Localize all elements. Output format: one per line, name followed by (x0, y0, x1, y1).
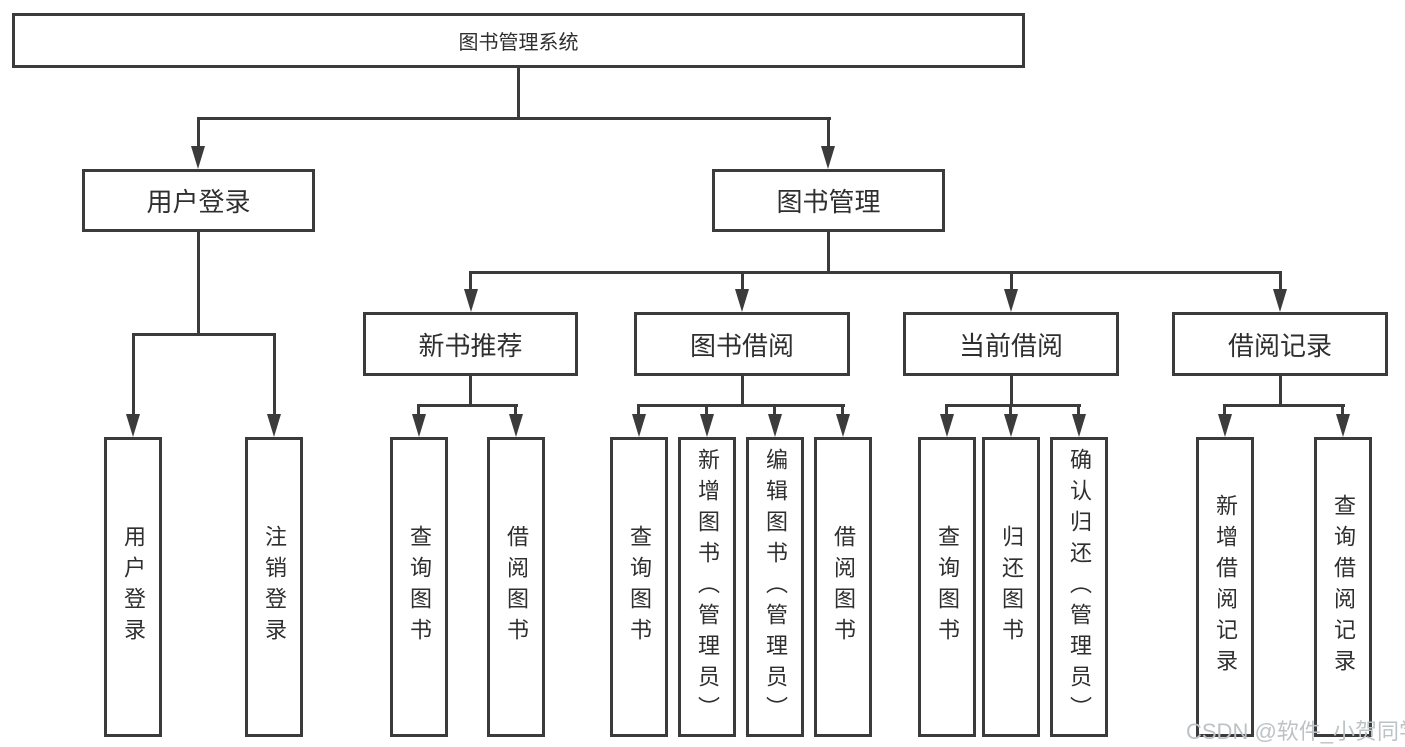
connector-line (197, 117, 831, 120)
leaf-edit-books-admin-label: 编辑图书（管理员） (763, 447, 788, 727)
connector-line (637, 404, 845, 407)
connector-line (469, 376, 472, 406)
arrowhead-down-icon (191, 146, 205, 169)
leaf-add-books-admin-label: 新增图书（管理员） (695, 447, 720, 727)
arrowhead-down-icon (1072, 414, 1086, 437)
leaf-return-books-label: 归还图书 (999, 525, 1024, 649)
leaf-user-login-label: 用户登录 (121, 525, 146, 649)
leaf-add-borrow-record: 新增借阅记录 (1196, 437, 1254, 737)
leaf-return-books: 归还图书 (982, 437, 1040, 737)
leaf-query-books-recommend-label: 查询图书 (407, 525, 432, 649)
arrowhead-down-icon (700, 414, 714, 437)
connector-line (514, 404, 517, 418)
leaf-borrow-books-recommend-label: 借阅图书 (504, 525, 529, 649)
arrowhead-down-icon (632, 414, 646, 437)
arrowhead-down-icon (509, 414, 523, 437)
leaf-query-books-current-label: 查询图书 (935, 525, 960, 649)
connector-line (273, 333, 276, 416)
leaf-logout: 注销登录 (245, 437, 303, 737)
node-book-management-label: 图书管理 (776, 187, 881, 217)
connector-line (705, 404, 708, 418)
node-book-borrowing-label: 图书借阅 (689, 330, 794, 361)
connector-line (1341, 404, 1344, 418)
node-user-login-label: 用户登录 (146, 187, 251, 217)
connector-line (1077, 404, 1080, 418)
connector-line (741, 271, 744, 291)
arrowhead-down-icon (1004, 289, 1018, 312)
connector-line (1223, 404, 1226, 418)
connector-line (197, 232, 200, 335)
node-current-borrowing: 当前借阅 (903, 312, 1119, 376)
arrowhead-down-icon (940, 414, 954, 437)
leaf-add-borrow-record-label: 新增借阅记录 (1213, 494, 1238, 680)
node-current-borrowing-label: 当前借阅 (958, 330, 1063, 361)
connector-line (517, 68, 520, 119)
leaf-borrow-books: 借阅图书 (814, 437, 872, 737)
connector-line (1010, 376, 1013, 406)
leaf-query-borrow-record-label: 查询借阅记录 (1331, 494, 1356, 680)
arrowhead-down-icon (126, 414, 140, 437)
arrowhead-down-icon (836, 414, 850, 437)
arrowhead-down-icon (1273, 289, 1287, 312)
node-library-system-label: 图书管理系统 (458, 32, 579, 54)
leaf-logout-label: 注销登录 (262, 525, 287, 649)
connector-line (945, 404, 1081, 407)
connector-line (469, 271, 472, 291)
connector-line (418, 404, 518, 407)
connector-line (827, 117, 830, 149)
leaf-query-borrow-record: 查询借阅记录 (1314, 437, 1372, 737)
leaf-borrow-books-label: 借阅图书 (831, 525, 856, 649)
arrowhead-down-icon (768, 414, 782, 437)
leaf-query-books-recommend: 查询图书 (390, 437, 448, 737)
node-borrow-records-label: 借阅记录 (1227, 330, 1332, 361)
node-book-management: 图书管理 (712, 169, 945, 232)
leaf-user-login: 用户登录 (104, 437, 162, 737)
connector-line (1010, 271, 1013, 291)
node-new-book-recommend: 新书推荐 (363, 312, 578, 376)
node-library-system: 图书管理系统 (12, 13, 1025, 68)
leaf-confirm-return-admin: 确认归还（管理员） (1050, 437, 1108, 737)
leaf-add-books-admin: 新增图书（管理员） (678, 437, 736, 737)
connector-line (1279, 376, 1282, 406)
leaf-query-books-current: 查询图书 (918, 437, 976, 737)
connector-line (417, 404, 420, 418)
connector-line (197, 117, 200, 149)
leaf-query-books-borrowing: 查询图书 (610, 437, 668, 737)
connector-line (132, 333, 135, 416)
csdn-watermark: CSDN @软件_小贺同学 (1186, 719, 1405, 744)
arrowhead-down-icon (267, 414, 281, 437)
connector-line (945, 404, 948, 418)
connector-line (469, 271, 1282, 274)
connector-line (132, 333, 276, 336)
node-book-borrowing: 图书借阅 (634, 312, 850, 376)
arrowhead-down-icon (412, 414, 426, 437)
connector-line (1279, 271, 1282, 291)
connector-line (827, 232, 830, 274)
node-user-login: 用户登录 (82, 169, 315, 232)
leaf-confirm-return-admin-label: 确认归还（管理员） (1067, 447, 1092, 727)
node-borrow-records: 借阅记录 (1172, 312, 1388, 376)
arrowhead-down-icon (1004, 414, 1018, 437)
leaf-query-books-borrowing-label: 查询图书 (627, 525, 652, 649)
connector-line (637, 404, 640, 418)
connector-line (841, 404, 844, 418)
arrowhead-down-icon (735, 289, 749, 312)
node-new-book-recommend-label: 新书推荐 (418, 330, 523, 361)
connector-line (1009, 404, 1012, 418)
arrowhead-down-icon (821, 146, 835, 169)
arrowhead-down-icon (1336, 414, 1350, 437)
connector-line (741, 376, 744, 406)
leaf-edit-books-admin: 编辑图书（管理员） (746, 437, 804, 737)
arrowhead-down-icon (464, 289, 478, 312)
connector-line (1223, 404, 1345, 407)
connector-line (773, 404, 776, 418)
arrowhead-down-icon (1218, 414, 1232, 437)
leaf-borrow-books-recommend: 借阅图书 (487, 437, 545, 737)
